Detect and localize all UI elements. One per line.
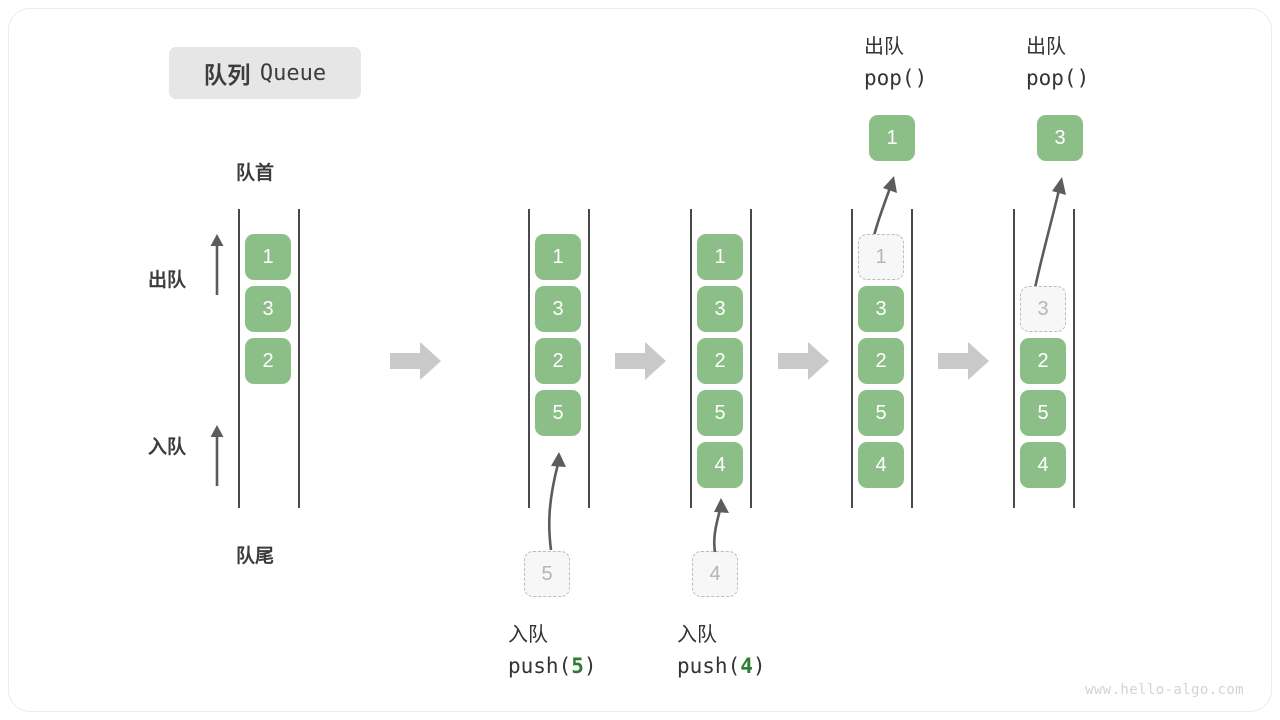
pop-caption-cn: 出队 (1026, 36, 1066, 58)
pop-caption-code: pop() (1026, 66, 1090, 90)
pop-caption-3: 出队 pop() (1026, 32, 1089, 94)
push-caption-code: push(5) (508, 654, 597, 678)
queue-cell: 4 (1020, 442, 1066, 488)
queue-cell: 2 (245, 338, 291, 384)
dequeue-direction-label: 出队 (148, 270, 187, 291)
queue-rail-left (528, 209, 530, 508)
diagram-title-chip: 队列 Queue (169, 47, 361, 99)
title-chinese: 队列 (203, 62, 251, 88)
step-arrow-icon (390, 340, 442, 387)
queue-cell-new: 5 (535, 390, 581, 436)
step-arrow-icon (778, 340, 830, 387)
popped-cell: 3 (1037, 115, 1083, 161)
queue-rail-left (690, 209, 692, 508)
popped-cell: 1 (869, 115, 915, 161)
push-argument: 4 (740, 654, 753, 678)
pop-caption-cn: 出队 (864, 36, 904, 58)
queue-cell-removed: 1 (858, 234, 904, 280)
pop-caption-code: pop() (864, 66, 928, 90)
enqueue-direction-arrow-icon (207, 424, 227, 493)
queue-cell: 5 (858, 390, 904, 436)
title-english: Queue (259, 60, 327, 86)
queue-cell: 5 (697, 390, 743, 436)
queue-cell: 2 (1020, 338, 1066, 384)
queue-rail-right (911, 209, 913, 508)
queue-rail-right (1073, 209, 1075, 508)
queue-cell: 3 (858, 286, 904, 332)
dequeue-direction-arrow-icon (207, 233, 227, 302)
queue-cell: 1 (697, 234, 743, 280)
queue-rail-right (588, 209, 590, 508)
push-caption-code: push(4) (677, 654, 766, 678)
step-arrow-icon (938, 340, 990, 387)
queue-rear-label: 队尾 (236, 546, 275, 567)
queue-rail-right (298, 209, 300, 508)
queue-rail-right (750, 209, 752, 508)
queue-cell-new: 4 (697, 442, 743, 488)
site-watermark: www.hello-algo.com (1085, 682, 1244, 698)
incoming-ghost-cell: 5 (524, 551, 570, 597)
step-arrow-icon (615, 340, 667, 387)
push-argument: 5 (571, 654, 584, 678)
queue-cell: 3 (697, 286, 743, 332)
queue-cell: 2 (535, 338, 581, 384)
push-arrow-icon (520, 432, 580, 557)
queue-cell: 1 (245, 234, 291, 280)
queue-cell: 3 (245, 286, 291, 332)
queue-cell: 2 (858, 338, 904, 384)
queue-rail-left (238, 209, 240, 508)
queue-cell: 1 (535, 234, 581, 280)
push-caption-4: 入队 push(4) (677, 620, 766, 682)
push-caption-cn: 入队 (677, 624, 717, 646)
enqueue-direction-label: 入队 (148, 437, 187, 458)
queue-front-label: 队首 (236, 163, 275, 184)
queue-cell-removed: 3 (1020, 286, 1066, 332)
queue-rail-left (851, 209, 853, 508)
queue-cell: 2 (697, 338, 743, 384)
queue-rail-left (1013, 209, 1015, 508)
queue-cell: 3 (535, 286, 581, 332)
pop-caption-1: 出队 pop() (864, 32, 927, 94)
queue-cell: 4 (858, 442, 904, 488)
push-caption-5: 入队 push(5) (508, 620, 597, 682)
push-caption-cn: 入队 (508, 624, 548, 646)
push-arrow-icon (690, 484, 750, 559)
queue-cell: 5 (1020, 390, 1066, 436)
